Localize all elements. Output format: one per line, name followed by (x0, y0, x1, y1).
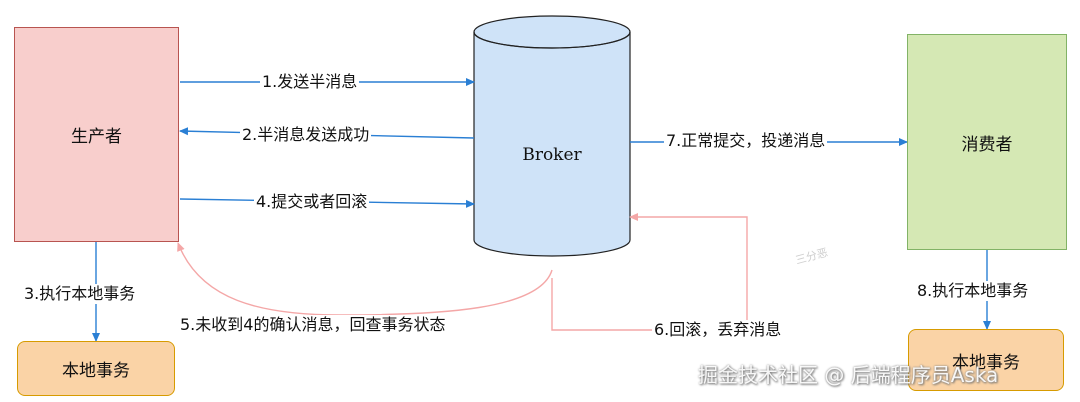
edge-2-label: 2.半消息发送成功 (240, 125, 372, 145)
edge-5-label: 5.未收到4的确认消息，回查事务状态 (178, 315, 448, 335)
consumer-node: 消费者 (907, 34, 1067, 250)
producer-label: 生产者 (71, 127, 122, 147)
local-transaction-right: 本地事务 (908, 329, 1064, 391)
broker-cylinder (473, 15, 631, 257)
edge-1-label: 1.发送半消息 (260, 72, 360, 92)
local-transaction-right-label: 本地事务 (952, 352, 1020, 373)
broker-label: Broker (522, 145, 582, 165)
edge-5-arrow (177, 242, 553, 316)
edge-7-label: 7.正常提交，投递消息 (664, 131, 828, 151)
local-transaction-left: 本地事务 (17, 341, 175, 396)
local-transaction-left-label: 本地事务 (62, 361, 130, 381)
edge-4-label: 4.提交或者回滚 (254, 192, 370, 212)
edge-6-label: 6.回滚，丢弃消息 (652, 320, 784, 340)
edge-3-label: 3.执行本地事务 (22, 284, 138, 304)
edge-8-label: 8.执行本地事务 (915, 281, 1031, 301)
consumer-label: 消费者 (961, 134, 1013, 155)
producer-node: 生产者 (14, 27, 179, 242)
watermark: 掘金技术社区 @ 后端程序员Aska (698, 363, 999, 387)
